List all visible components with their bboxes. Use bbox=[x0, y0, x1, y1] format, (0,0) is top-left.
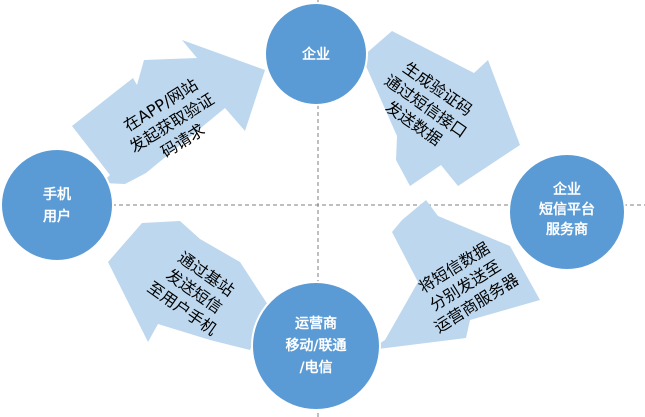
arrow-carrier-to-user: 通过基站 发送短信 至用户手机 bbox=[108, 221, 268, 350]
node-label-line-2: 移动/联通 bbox=[285, 337, 346, 354]
node-carrier: 运营商 移动/联通 /电信 bbox=[251, 281, 381, 411]
arrow-enterprise-to-platform: 生成验证码 通过短信接口 发送数据 bbox=[362, 31, 520, 186]
node-mobile-user: 手机 用户 bbox=[0, 148, 114, 262]
node-label-line-1: 企业 bbox=[301, 46, 330, 63]
node-label-line-1: 运营商 bbox=[295, 315, 337, 332]
node-label-line-1: 企业 bbox=[552, 181, 581, 198]
node-enterprise: 企业 bbox=[264, 2, 368, 106]
node-label-line-2: 用户 bbox=[43, 208, 71, 225]
node-label-line-3: 服务商 bbox=[546, 221, 588, 238]
node-label-line-3: /电信 bbox=[299, 359, 332, 376]
node-label-line-1: 手机 bbox=[43, 186, 71, 203]
arrow-user-to-enterprise: 在APP/网站 发起获取验证 码请求 bbox=[72, 40, 265, 184]
node-sms-platform: 企业 短信平台 服务商 bbox=[508, 153, 626, 271]
node-label-line-2: 短信平台 bbox=[539, 201, 595, 218]
